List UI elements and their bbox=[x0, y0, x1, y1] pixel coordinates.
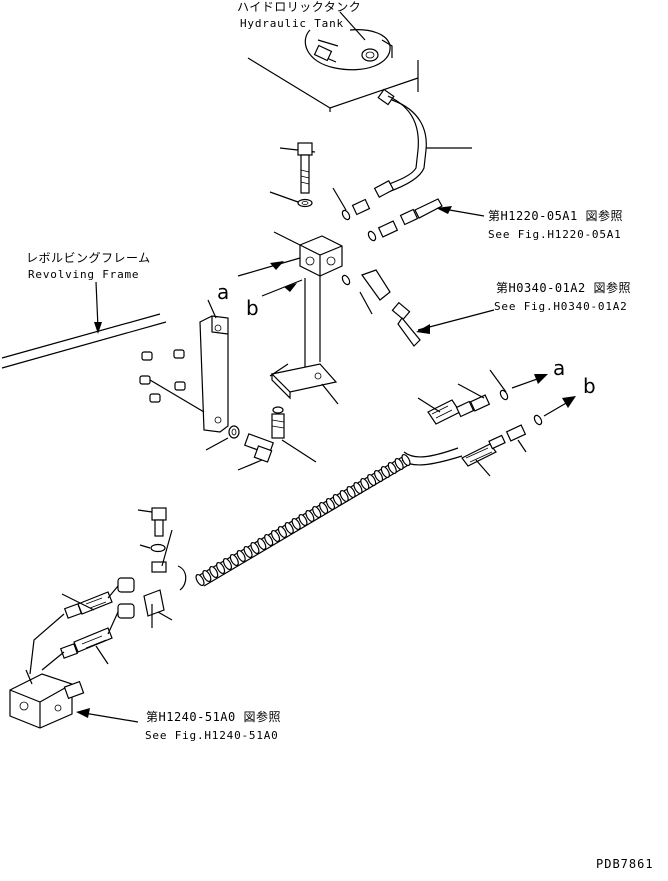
upper-fittings bbox=[332, 187, 485, 242]
bolt-lower bbox=[205, 406, 317, 471]
hose-rib bbox=[229, 553, 239, 567]
hose-rib bbox=[346, 485, 356, 499]
ref3-label-en: See Fig.H1240-51A0 bbox=[145, 729, 279, 742]
hose-rib bbox=[202, 569, 212, 583]
hose-rib bbox=[222, 557, 233, 571]
hose-rib bbox=[325, 497, 336, 511]
hose-rib bbox=[270, 529, 281, 543]
revolving-frame bbox=[1, 281, 167, 369]
hose-rib bbox=[401, 453, 411, 467]
hose-rib bbox=[360, 477, 370, 491]
ref3-label-jp: 第H1240-51A0 図参照 bbox=[146, 710, 281, 724]
drawing-code: PDB7861 bbox=[596, 857, 654, 871]
flow-arrows-into-block bbox=[237, 257, 303, 297]
connection-a-right-label: a bbox=[553, 356, 566, 380]
ref1-label-jp: 第H1220-05A1 図参照 bbox=[488, 209, 623, 223]
hose-rib bbox=[367, 473, 377, 487]
hose-rib bbox=[236, 549, 246, 563]
hose-rib bbox=[216, 561, 226, 575]
hydraulic-tank bbox=[247, 11, 419, 112]
hose-rib bbox=[312, 505, 322, 519]
valve-hoses bbox=[29, 585, 119, 675]
hose-rib bbox=[339, 489, 349, 503]
corrugated-hose bbox=[195, 447, 463, 587]
ref2-label-en: See Fig.H0340-01A2 bbox=[494, 300, 628, 313]
hose-rib bbox=[291, 517, 301, 531]
hose-rib bbox=[257, 537, 267, 551]
connection-b-right-label: b bbox=[583, 374, 596, 398]
lower-clamp-assembly bbox=[117, 507, 187, 628]
control-valve bbox=[9, 669, 139, 729]
hose-rib bbox=[332, 493, 342, 507]
hose-rib bbox=[353, 481, 363, 495]
hose-rib bbox=[298, 513, 308, 527]
hose-rib bbox=[243, 545, 253, 559]
hose-rib bbox=[373, 469, 384, 483]
connection-a-label: a bbox=[217, 280, 230, 304]
hose-rib bbox=[319, 501, 329, 515]
tank-label-jp: ハイドロリックタンク bbox=[237, 0, 362, 14]
hose-rib bbox=[264, 533, 274, 547]
hose-rib bbox=[284, 521, 294, 535]
hose-rib bbox=[380, 465, 390, 479]
elbow-fitting bbox=[341, 269, 495, 347]
connection-b-label: b bbox=[246, 296, 259, 320]
stay-bracket bbox=[199, 299, 229, 433]
tank-return-hose bbox=[373, 88, 472, 198]
hose-rib bbox=[387, 461, 397, 475]
frame-label-en: Revolving Frame bbox=[28, 268, 140, 281]
spacer-nuts bbox=[139, 349, 205, 413]
hose-rib bbox=[277, 525, 287, 539]
hose-rib bbox=[394, 457, 404, 471]
frame-label-jp: レボルビングフレーム bbox=[26, 251, 151, 265]
right-fittings bbox=[417, 369, 576, 477]
hose-rib bbox=[305, 509, 315, 523]
ref2-label-jp: 第H0340-01A2 図参照 bbox=[496, 281, 631, 295]
bolt-upper bbox=[269, 142, 316, 208]
clip-plate bbox=[269, 363, 339, 405]
hose-rib bbox=[195, 573, 205, 587]
hose-rib bbox=[209, 565, 219, 579]
tank-label-en: Hydraulic Tank bbox=[240, 17, 344, 30]
ref1-label-en: See Fig.H1220-05A1 bbox=[488, 228, 622, 241]
hose-rib bbox=[250, 541, 260, 555]
joint-block bbox=[273, 231, 343, 380]
